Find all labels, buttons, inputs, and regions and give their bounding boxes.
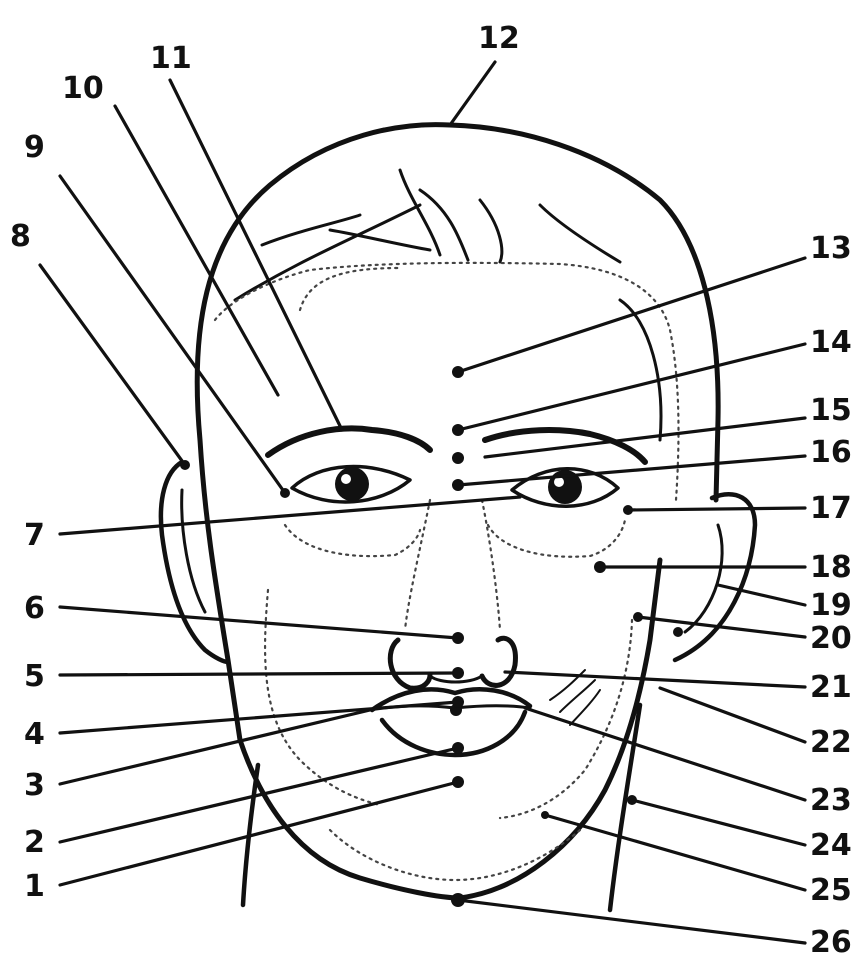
leader-5 [60, 673, 458, 675]
neck [243, 705, 640, 910]
leader-2 [60, 748, 458, 842]
label-2: 2 [24, 825, 45, 860]
label-1: 1 [24, 869, 45, 904]
point-17 [623, 505, 633, 515]
point-18 [594, 561, 606, 573]
right-undereye [488, 520, 625, 557]
point-24 [627, 795, 637, 805]
leader-7 [60, 497, 520, 534]
left-eyebrow [268, 428, 430, 455]
left-ear [161, 462, 228, 662]
label-4: 4 [24, 717, 45, 752]
leader-4 [60, 702, 458, 733]
label-21: 21 [810, 670, 852, 705]
left-iris-highlight [341, 474, 351, 484]
leader-23 [525, 708, 805, 800]
point-25 [541, 811, 549, 819]
right-ear-inner [685, 525, 722, 632]
label-20: 20 [810, 621, 852, 656]
left-nasolabial [265, 590, 380, 805]
label-12: 12 [478, 21, 520, 56]
hair [235, 170, 661, 440]
point-26 [451, 893, 465, 907]
leader-8 [40, 265, 185, 465]
leader-21 [505, 672, 805, 687]
forehead-contour [300, 268, 400, 310]
leader-lines [40, 62, 805, 943]
label-17: 17 [810, 491, 852, 526]
cheek-lines [550, 670, 600, 725]
label-10: 10 [62, 71, 104, 106]
leader-17 [628, 508, 805, 510]
leader-25 [545, 815, 805, 890]
point-2 [452, 742, 464, 754]
label-15: 15 [810, 393, 852, 428]
label-11: 11 [150, 41, 192, 76]
right-ear [675, 494, 755, 660]
nose-bridge [405, 500, 500, 630]
point-19 [673, 627, 683, 637]
point-14 [452, 424, 464, 436]
label-9: 9 [24, 130, 45, 165]
point-1 [452, 776, 464, 788]
label-18: 18 [810, 550, 852, 585]
leader-26 [458, 900, 805, 943]
label-6: 6 [24, 591, 45, 626]
leader-12 [450, 62, 495, 125]
label-14: 14 [810, 325, 852, 360]
leader-13 [458, 258, 805, 372]
hairline-dotted [215, 263, 678, 500]
leader-6 [60, 607, 458, 638]
label-3: 3 [24, 768, 45, 803]
label-23: 23 [810, 783, 852, 818]
leader-15 [485, 418, 805, 457]
label-25: 25 [810, 873, 852, 908]
leader-1 [60, 782, 458, 885]
point-20 [633, 612, 643, 622]
label-16: 16 [810, 435, 852, 470]
point-9 [280, 488, 290, 498]
left-ear-inner [182, 490, 205, 612]
left-undereye [285, 525, 420, 556]
right-iris-highlight [554, 477, 564, 487]
leader-19 [718, 585, 805, 605]
point-8 [180, 460, 190, 470]
point-5 [452, 667, 464, 679]
label-19: 19 [810, 588, 852, 623]
label-13: 13 [810, 231, 852, 266]
label-5: 5 [24, 659, 45, 694]
point-15 [452, 452, 464, 464]
point-13 [452, 366, 464, 378]
label-8: 8 [10, 219, 31, 254]
point-16 [452, 479, 464, 491]
chin-contour [330, 830, 580, 880]
number-labels: 1 2 3 4 5 6 7 8 9 10 11 12 13 14 15 16 1… [10, 21, 852, 954]
leader-22 [660, 688, 805, 742]
leader-24 [632, 800, 805, 845]
label-22: 22 [810, 725, 852, 760]
left-iris [335, 467, 369, 501]
label-24: 24 [810, 828, 852, 863]
leader-16 [458, 456, 805, 485]
point-6 [452, 632, 464, 644]
leader-14 [458, 344, 805, 430]
label-7: 7 [24, 518, 45, 553]
label-26: 26 [810, 925, 852, 954]
point-4 [452, 696, 464, 708]
